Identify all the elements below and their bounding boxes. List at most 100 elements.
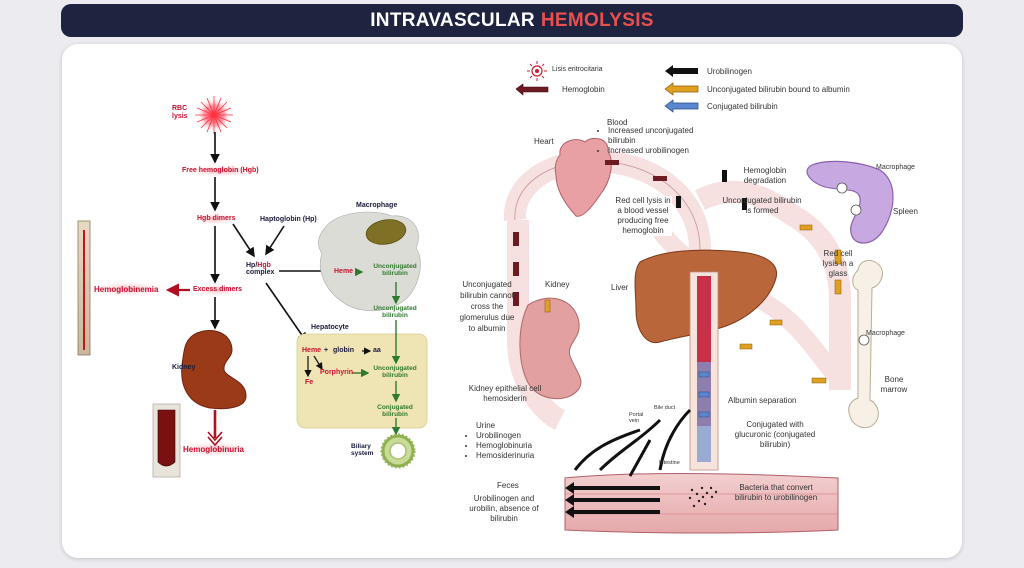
- macrophage-top-label: Macrophage: [876, 164, 915, 171]
- excess-dimers-label: Excess dimers: [193, 286, 243, 293]
- unconj-glom-label: Unconjugated bilirubin cannot cross the …: [459, 280, 515, 333]
- urine-item-1: Urobilinogen: [476, 431, 566, 441]
- legend-conj-label: Conjugated bilirubin: [707, 102, 778, 111]
- bone-marrow-label: Bone marrow: [880, 375, 908, 394]
- excess-dimers-glow: [185, 283, 249, 297]
- legend-hemoglobin-arrow-icon: [515, 83, 549, 96]
- red-cell-glass-label: Red cell lysis in a glass: [822, 249, 854, 278]
- kidney-epi-label: Kidney epithelial cell hemosiderin: [468, 384, 542, 403]
- macrophage-label: Macrophage: [356, 202, 398, 209]
- biliary-ring-icon: [380, 433, 416, 469]
- hemoglobinemia-label: Hemoglobinemia: [94, 285, 159, 294]
- title-part-1: INTRAVASCULAR: [370, 9, 535, 31]
- kidney-shape: [181, 329, 247, 410]
- unconj-bili-macro-label: Unconjugated bilirubin: [373, 263, 417, 277]
- portal-branches: [573, 408, 692, 477]
- title-part-2: HEMOLYSIS: [540, 9, 654, 31]
- spleen-shape: [806, 160, 894, 244]
- urobilinogen-arrows: [676, 170, 747, 210]
- unconj-bili-2-label: Unconjugated bilirubin: [373, 305, 417, 319]
- blood-tube-fill: [83, 230, 85, 350]
- globin-label: globin: [333, 347, 354, 354]
- page-header: INTRAVASCULAR HEMOLYSIS: [61, 4, 963, 37]
- urine-chevron-icon: [207, 431, 223, 447]
- spleen-macrophage-icon: [836, 182, 848, 194]
- vessel-right-side: [695, 180, 851, 390]
- hgb-dimers-glow: [189, 212, 241, 226]
- lisis-icon: [527, 61, 547, 81]
- biliary-label: Biliary system: [351, 443, 374, 457]
- haptoglobin-label: Haptoglobin (Hp): [260, 216, 317, 223]
- arrow-heme-porphyrin: [313, 355, 323, 371]
- bone-macrophage-icon: [858, 334, 870, 346]
- blood-item-2: Increased urobilinogen: [608, 146, 720, 156]
- blood-list: Increased unconjugated bilirubin Increas…: [596, 126, 720, 156]
- urine-item-2: Hemoglobinuria: [476, 441, 566, 451]
- conj-gluc-label: Conjugated with glucuronic (conjugated b…: [734, 420, 816, 449]
- legend-urobilinogen-arrow-icon: [665, 65, 698, 77]
- aa-label: aa: [373, 347, 381, 354]
- portal-vein-label: Portal vein: [629, 412, 644, 424]
- bacteria-label: Bacteria that convert bilirubin to urobi…: [734, 483, 818, 502]
- rbc-burst-icon: [195, 96, 233, 134]
- kidney-label: Kidney: [172, 364, 196, 371]
- bile-duct-label: Bile duct: [654, 405, 676, 411]
- macrophage-bone-label: Macrophage: [866, 330, 905, 337]
- unconj-arrows: [544, 224, 842, 384]
- heart-shape: [554, 137, 612, 217]
- blood-item-1: Increased unconjugated bilirubin: [608, 126, 720, 146]
- kidney-right-label: Kidney: [545, 280, 570, 289]
- legend-lisis-label: Lisis eritrocitaria: [552, 66, 603, 73]
- feces-title: Feces: [497, 481, 519, 490]
- urine-tube-liquid: [157, 409, 176, 467]
- legend-urobilinogen-label: Urobilinogen: [707, 67, 752, 76]
- legend-unconj-arrow-icon: [664, 82, 699, 96]
- hemoglobinuria-glow: [172, 440, 260, 458]
- porphyrin-label: Porphyrin: [320, 369, 354, 376]
- intestine-black-arrows: [565, 482, 660, 518]
- hemoglobin-arrows: [513, 160, 667, 306]
- conj-arrows: [698, 371, 710, 418]
- liver-label: Liver: [611, 283, 629, 292]
- blood-title: Blood: [607, 118, 628, 127]
- rbc-lysis-label: RBC lysis: [172, 105, 188, 120]
- kidney-right-shape: [519, 297, 582, 400]
- plus-label: +: [324, 347, 329, 354]
- hepatocyte-label: Hepatocyte: [311, 324, 349, 331]
- hemoglobinuria-label: Hemoglobinuria: [183, 445, 244, 454]
- fe-label: Fe: [305, 379, 314, 386]
- legend-hemoglobin-label: Hemoglobin: [562, 85, 605, 94]
- heme-macro-label: Heme: [334, 268, 354, 275]
- legend-unconj-label: Unconjugated bilirubin bound to albumin: [707, 85, 850, 94]
- hgb-degradation-label: Hemoglobin degradation: [743, 166, 787, 185]
- hgb-dimers-label: Hgb dimers: [197, 215, 236, 222]
- arrow-complex-hepatocyte: [265, 282, 307, 343]
- albumin-sep-label: Albumin separation: [728, 396, 797, 405]
- spleen-rbc-icon: [850, 204, 862, 216]
- spleen-label: Spleen: [893, 207, 918, 216]
- legend-conj-arrow-icon: [664, 99, 699, 113]
- unconj-bili-hep-label: Unconjugated bilirubin: [373, 365, 417, 379]
- complex-word: complex: [246, 269, 275, 276]
- unconj-formed-label: Unconjugated bilirubin is formed: [722, 196, 802, 215]
- arrow-hp-complex: [265, 225, 285, 256]
- feces-text: Urobilinogen and urobilin, absence of bi…: [469, 494, 539, 523]
- red-cell-vessel-label: Red cell lysis in a blood vessel produci…: [614, 196, 672, 236]
- arrow-dimers-complex: [232, 223, 255, 258]
- urine-list: Urobilinogen Hemoglobinuria Hemosiderinu…: [464, 431, 566, 461]
- urine-item-3: Hemosiderinuria: [476, 451, 566, 461]
- urine-title: Urine: [476, 421, 496, 430]
- bacteria-cluster-icon: [688, 486, 718, 508]
- macrophage-nucleus: [365, 219, 407, 245]
- hgb-label: Hgb: [257, 262, 271, 269]
- intestine-label: Intestine: [659, 460, 680, 466]
- hemoglobinemia-glow: [84, 280, 172, 298]
- conj-bili-label: Conjugated bilirubin: [377, 404, 413, 418]
- hp-label: Hp/: [246, 262, 258, 269]
- heart-label: Heart: [534, 137, 554, 146]
- vessel-left-side: [507, 220, 566, 430]
- free-hgb-glow: [174, 164, 270, 178]
